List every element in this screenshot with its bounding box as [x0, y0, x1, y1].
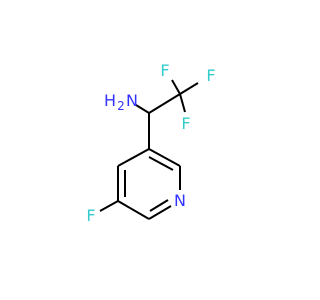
fluorine-top-label: F	[160, 61, 169, 80]
ring-fluorine-label: F	[86, 206, 95, 225]
atom-labels: H 2 N F F F F N	[86, 61, 215, 225]
fluorine-right-label: F	[206, 66, 215, 85]
bond-ring-c2-c3-inner	[148, 156, 174, 171]
amine-label-h: H	[104, 91, 116, 110]
bond-cf3-f-top	[171, 79, 181, 95]
molecule-structure: H 2 N F F F F N	[86, 61, 216, 225]
bond-calpha-cf3	[148, 93, 181, 114]
bond-calpha-nh2	[135, 104, 150, 114]
amine-label-subscript: 2	[117, 99, 125, 113]
fluorine-bottom-label: F	[181, 114, 190, 133]
bonds	[99, 79, 199, 220]
bond-ring-c2-c3	[148, 148, 181, 167]
amine-label-n: N	[126, 91, 138, 110]
bond-ring-c5-f	[99, 200, 119, 212]
bond-ring-c6-n	[148, 205, 172, 220]
bond-ring-c3-c4	[117, 148, 150, 167]
bond-ring-c5-c6	[117, 200, 150, 220]
ring-nitrogen-label: N	[174, 191, 186, 210]
bond-ring-c6-n-inner	[149, 199, 169, 212]
bond-cf3-f-bottom	[179, 93, 186, 113]
bond-cf3-f-right	[179, 82, 199, 95]
